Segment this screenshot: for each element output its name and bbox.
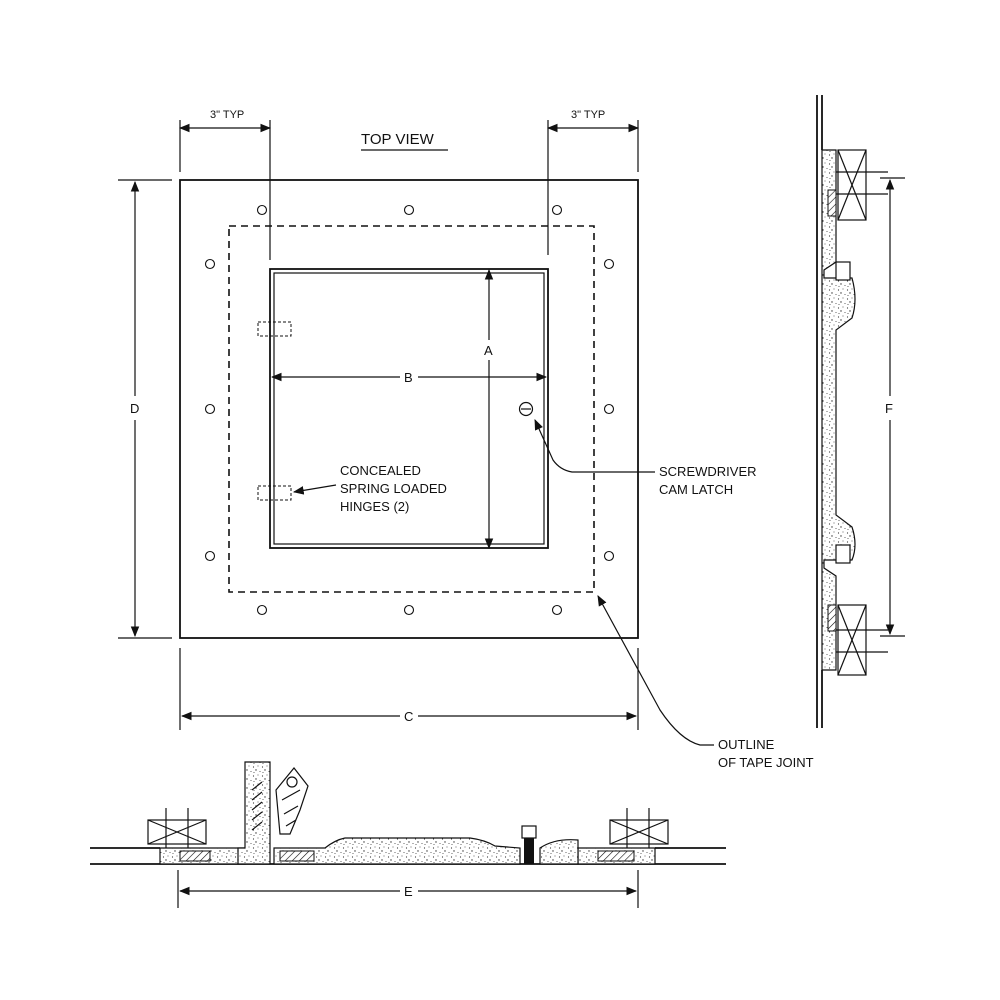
side-gypsum-profile <box>821 149 856 671</box>
dim-typ-right-label: 3" TYP <box>571 109 605 121</box>
hinges-leader <box>292 484 337 495</box>
door-panel <box>269 268 549 549</box>
hinge-pivot-icon <box>286 776 298 788</box>
top-view: TOP VIEW <box>118 109 814 770</box>
hinge-mechanism <box>275 767 309 835</box>
screw-hole <box>403 204 415 216</box>
cam-latch-icon <box>518 401 534 417</box>
outer-flange <box>179 179 639 639</box>
bottom-section-view: E <box>90 761 726 908</box>
hinge-leg <box>237 761 271 865</box>
tape-joint-callout: OUTLINE OF TAPE JOINT <box>718 737 814 770</box>
side-flange-hatch <box>827 189 837 217</box>
screw-hole <box>603 550 615 562</box>
hinge-leg-marks <box>251 781 263 831</box>
side-lip <box>835 544 851 564</box>
dim-d-label: D <box>130 401 139 416</box>
block-cross <box>837 604 867 676</box>
latch-leader <box>534 419 655 473</box>
side-section-view: F <box>816 95 905 728</box>
door-panel-inner <box>273 272 545 545</box>
dim-f-label: F <box>885 401 893 416</box>
screw-hole <box>204 258 216 270</box>
latch-cap <box>521 825 537 839</box>
screw-holes <box>204 204 615 616</box>
screw-hole <box>256 604 268 616</box>
hinge-hidden-lower <box>257 485 292 501</box>
screw-hole <box>256 204 268 216</box>
latch-callout: SCREWDRIVER CAM LATCH <box>659 464 760 497</box>
door-panel-hatch <box>279 850 315 862</box>
screw-hole <box>204 403 216 415</box>
dim-b-label: B <box>404 370 413 385</box>
frame-right-section <box>539 839 579 865</box>
door-panel-section <box>273 837 521 865</box>
block-cross <box>147 819 207 845</box>
dim-typ-left-label: 3" TYP <box>210 109 244 121</box>
block-cross <box>609 819 669 845</box>
hinge-hidden-upper <box>257 321 292 337</box>
side-flange-hatch <box>827 604 837 632</box>
hinge-mechanism-detail <box>281 789 301 827</box>
dim-a-label: A <box>484 343 493 358</box>
dim-c-label: C <box>404 709 413 724</box>
right-flange-hatch <box>597 850 635 862</box>
screw-hole <box>551 204 563 216</box>
dim-e-label: E <box>404 884 413 899</box>
screw-hole <box>603 258 615 270</box>
left-flange-hatch <box>179 850 211 862</box>
hinges-callout: CONCEALED SPRING LOADED HINGES (2) <box>340 463 451 514</box>
screw-hole <box>403 604 415 616</box>
block-cross <box>837 149 867 221</box>
latch-body <box>524 838 534 864</box>
side-lip <box>835 261 851 281</box>
top-view-title: TOP VIEW <box>361 131 435 148</box>
screw-hole <box>204 550 216 562</box>
screw-hole <box>603 403 615 415</box>
tape-joint-leader <box>597 595 714 746</box>
screw-hole <box>551 604 563 616</box>
tape-joint-outline <box>228 225 595 593</box>
